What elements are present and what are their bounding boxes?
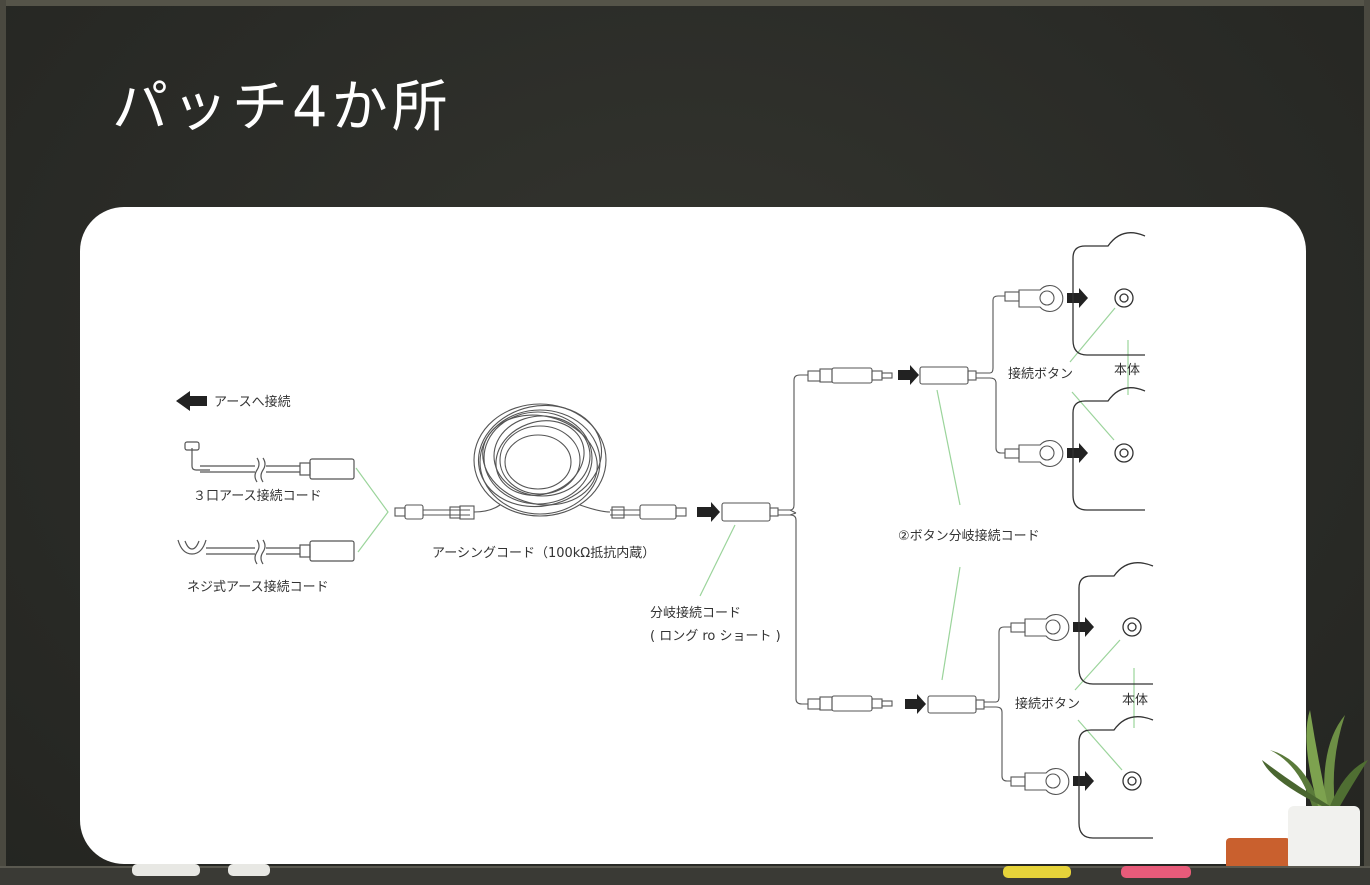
earthing-cord-label: アーシングコード（100kΩ抵抗内蔵）	[432, 545, 655, 561]
screw-cord	[177, 539, 355, 565]
body-label-bottom: 本体	[1122, 693, 1148, 708]
board-frame-right	[1364, 0, 1370, 883]
main-unit-bottom	[1078, 562, 1154, 839]
earthing-cord	[394, 403, 687, 520]
branch-cord-label: 分岐接続コード	[650, 605, 741, 621]
board-frame-top	[0, 0, 1370, 6]
branch-cord-sublabel: ( ロング ro ショート )	[650, 629, 781, 644]
screw-cord-label: ネジ式アース接続コード	[187, 579, 329, 595]
arrow-right-icon	[1067, 288, 1088, 308]
arrow-right-icon	[905, 694, 926, 714]
chalk-pink	[1121, 866, 1191, 878]
connection-arrows	[697, 288, 1094, 791]
board-frame-left	[0, 0, 6, 883]
button-branch-cord-top	[919, 284, 1064, 468]
button-branch-cord-bottom	[927, 613, 1070, 796]
leader-lines	[355, 307, 1135, 771]
chalk-white-2	[228, 864, 270, 876]
arrow-right-icon	[697, 502, 720, 522]
three-port-cord	[184, 441, 355, 483]
chalk-white-1	[132, 864, 200, 876]
earth-arrow-label: アースへ接続	[214, 394, 291, 410]
diagram-card	[80, 207, 1306, 864]
three-port-cord-label: ３口アース接続コード	[193, 488, 322, 504]
body-label-top: 本体	[1114, 363, 1140, 378]
chalk-yellow	[1003, 866, 1071, 878]
connect-button-label-top: 接続ボタン	[1008, 366, 1073, 382]
plant-pot	[1288, 806, 1360, 876]
button-branch-cord-label: ②ボタン分岐接続コード	[898, 528, 1040, 544]
arrow-right-icon	[898, 365, 919, 385]
main-unit-top	[1072, 232, 1146, 511]
branch-cord	[721, 367, 893, 712]
plant-decoration	[1262, 710, 1368, 806]
page-title: パッチ4か所	[112, 75, 452, 140]
connect-button-label-bottom: 接続ボタン	[1015, 696, 1080, 712]
arrow-right-icon	[1073, 771, 1094, 791]
earth-arrow-icon	[176, 391, 207, 411]
arrow-right-icon	[1067, 443, 1088, 463]
arrow-right-icon	[1073, 617, 1094, 637]
